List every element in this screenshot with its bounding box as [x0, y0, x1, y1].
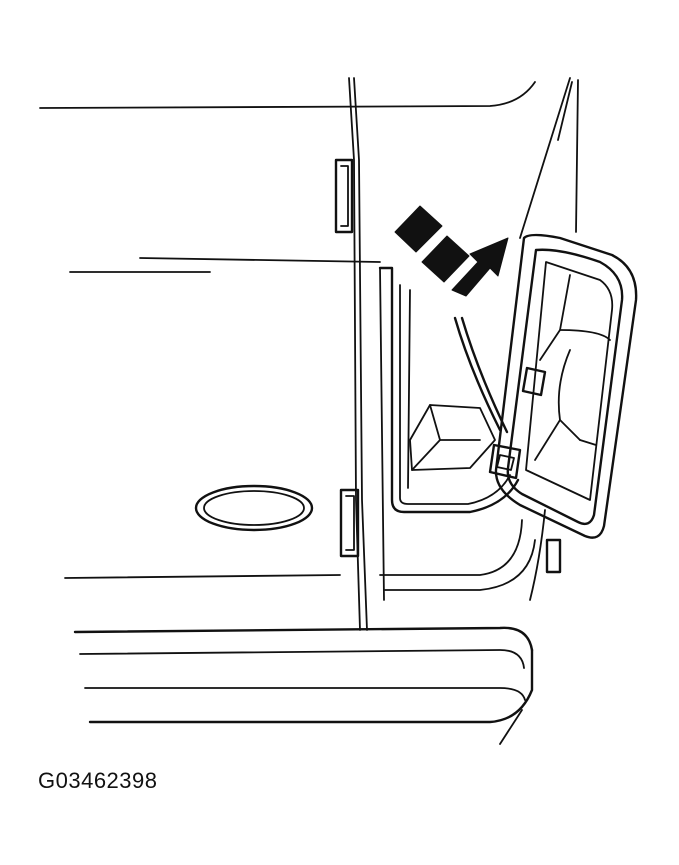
body-corner [379, 509, 546, 601]
rear-pillar [519, 77, 579, 239]
retaining-stud [545, 538, 562, 574]
rear-bumper [73, 626, 534, 745]
upper-body-panel [39, 81, 536, 273]
upper-hinge [334, 158, 354, 234]
lower-body-line [64, 574, 341, 579]
arrow-icon [421, 235, 470, 283]
lamp-assembly [488, 233, 638, 539]
tailgate-seam [348, 77, 368, 631]
lamp-recess [378, 266, 520, 601]
arrow-icon [394, 205, 443, 253]
oval-emblem [194, 484, 314, 532]
lower-hinge [339, 488, 360, 558]
figure-id-label: G03462398 [38, 768, 158, 793]
arrow-head-icon [451, 237, 509, 297]
wiring-harness [453, 316, 509, 434]
removal-arrows [394, 205, 509, 297]
